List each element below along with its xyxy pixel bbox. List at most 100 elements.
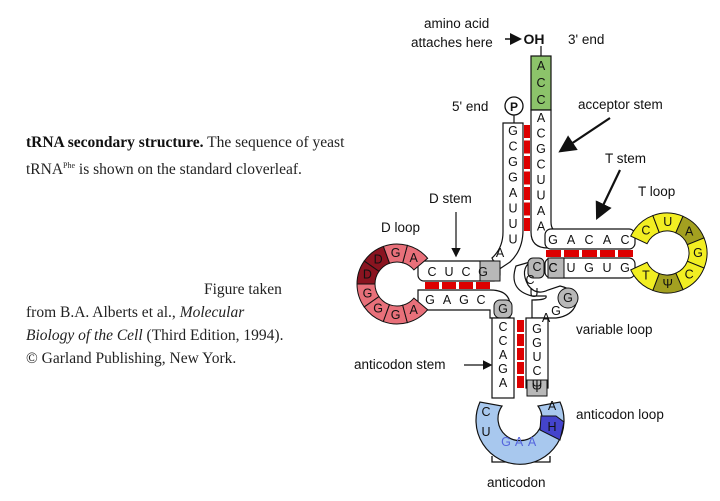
anticodon-stem-5prime	[491, 317, 515, 399]
label-5prime-end: 5' end	[452, 99, 488, 114]
base-pair-t-stem	[582, 250, 597, 257]
credit-book-title-a: Molecular	[179, 304, 245, 321]
nt-d-stem-top: C	[461, 265, 470, 279]
nt-t-stem-top: C	[620, 233, 629, 247]
nt-t-stem-bottom: G	[584, 261, 594, 275]
base-pair-t-stem	[600, 250, 615, 257]
base-pair-d-stem	[476, 282, 490, 289]
base-pair-anticodon	[517, 320, 524, 332]
nt-t-stem-top: A	[603, 233, 612, 247]
credit-prefix: from B.A. Alberts et al.,	[26, 304, 180, 321]
nt-anticodon-stem-3prime: G	[532, 336, 542, 350]
nt-acceptor-5prime: G	[508, 155, 518, 169]
nt-anticodon-stem-5prime: G	[498, 362, 508, 376]
nt-d-loop: A	[409, 251, 418, 265]
nt-anticodon-stem-5prime: A	[499, 376, 508, 390]
nt-anticodon-stem-3prime: Ψ	[532, 381, 542, 395]
anticodon-stem-psi	[526, 379, 548, 397]
d-loop-segment	[356, 283, 380, 308]
nt-d-stem-top: G	[478, 265, 488, 279]
nt-t-loop: C	[641, 223, 650, 237]
nt-d-stem-bottom: A	[443, 293, 452, 307]
credit-copyright: © Garland Publishing, New York.	[26, 350, 237, 367]
nt-acceptor-5prime: A	[496, 246, 505, 260]
nt-variable-loop: C	[532, 260, 541, 274]
nt-acceptor-3prime: C	[536, 127, 545, 141]
nt-anticodon-codon: A	[515, 435, 524, 449]
base-pair-anticodon	[517, 348, 524, 360]
base-pair-acceptor	[524, 156, 530, 169]
base-pair-acceptor	[524, 218, 530, 231]
label-oh: OH	[524, 31, 545, 47]
nt-t-loop: T	[642, 269, 650, 283]
caption-title: tRNA secondary structure.	[26, 134, 204, 151]
nt-t-stem-bottom: C	[548, 261, 557, 275]
label-anticodon: anticodon	[487, 475, 546, 490]
base-pair-acceptor	[524, 125, 530, 138]
nt-acceptor-3prime: U	[536, 189, 545, 203]
caption-superscript: Phe	[63, 161, 76, 170]
t-stem-modified	[547, 257, 565, 279]
credit-book-title-b: Biology of the Cell	[26, 327, 143, 344]
nt-acceptor-3prime: A	[537, 111, 546, 125]
base-pair-t-stem	[618, 250, 633, 257]
nt-acceptor-3prime: A	[537, 220, 546, 234]
nt-anticodon-stem-3prime: C	[532, 364, 541, 378]
t-loop-segment	[630, 261, 660, 292]
d-loop-segment	[402, 244, 429, 271]
nt-anticodon-loop: C	[481, 405, 490, 419]
anticodon-loop-ring	[475, 401, 565, 465]
base-pair-t-stem	[546, 250, 561, 257]
nt-cca: A	[537, 59, 546, 73]
nt-d-loop: D	[363, 268, 372, 282]
nt-anticodon-stem-3prime: U	[532, 350, 541, 364]
nt-t-loop: C	[685, 268, 694, 282]
nt-acceptor-3prime: A	[537, 204, 546, 218]
d-stem-bottom-strand	[417, 289, 511, 319]
d-loop-segment	[402, 297, 429, 324]
nt-d-loop: A	[409, 303, 418, 317]
nt-acceptor-5prime: U	[508, 217, 517, 231]
nt-acceptor-3prime: G	[536, 142, 546, 156]
base-pair-anticodon	[517, 362, 524, 374]
nt-d-stem-bottom: C	[476, 293, 485, 307]
loops	[356, 212, 708, 465]
nt-t-stem-bottom: U	[566, 261, 575, 275]
nt-d-loop: D	[374, 252, 383, 266]
nt-acceptor-5prime: U	[508, 233, 517, 247]
nt-d-stem-top: C	[427, 265, 436, 279]
d-loop-segment	[363, 295, 391, 323]
nt-anticodon-stem-5prime: C	[498, 334, 507, 348]
label-d-loop: D loop	[381, 220, 420, 235]
backbone	[417, 55, 636, 399]
nt-anticodon-loop: A	[548, 399, 557, 413]
nt-t-loop: Ψ	[663, 277, 673, 291]
t-stem-arrow	[595, 169, 621, 220]
nt-t-stem-top: G	[548, 233, 558, 247]
d-stem-modified	[479, 260, 501, 282]
nt-anticodon-codon: A	[528, 435, 537, 449]
base-pair-acceptor	[524, 187, 530, 200]
nt-t-stem-top: A	[567, 233, 576, 247]
nt-variable-loop: G	[551, 304, 561, 318]
base-pair-anticodon	[517, 376, 524, 388]
label-3prime-end: 3' end	[568, 32, 604, 47]
label-anticodon-stem: anticodon stem	[354, 357, 446, 372]
variable-loop-modified	[527, 257, 545, 279]
base-pair-d-stem	[442, 282, 456, 289]
nt-d-loop: G	[391, 246, 401, 260]
nt-anticodon-stem-3prime: G	[532, 322, 542, 336]
base-pair-acceptor	[524, 171, 530, 185]
nt-cca: C	[536, 93, 545, 107]
base-pair-t-stem	[564, 250, 579, 257]
base-pair-d-stem	[425, 282, 439, 289]
nt-d-loop: G	[363, 286, 373, 300]
label-anticodon-loop: anticodon loop	[576, 407, 664, 422]
base-pairs	[425, 125, 633, 388]
label-acceptor-stem: acceptor stem	[578, 97, 663, 112]
nt-anticodon-stem-3prime: Ψ	[532, 378, 542, 392]
caption-text-2: is shown on the standard cloverleaf.	[75, 161, 302, 178]
nt-acceptor-3prime: C	[536, 158, 545, 172]
